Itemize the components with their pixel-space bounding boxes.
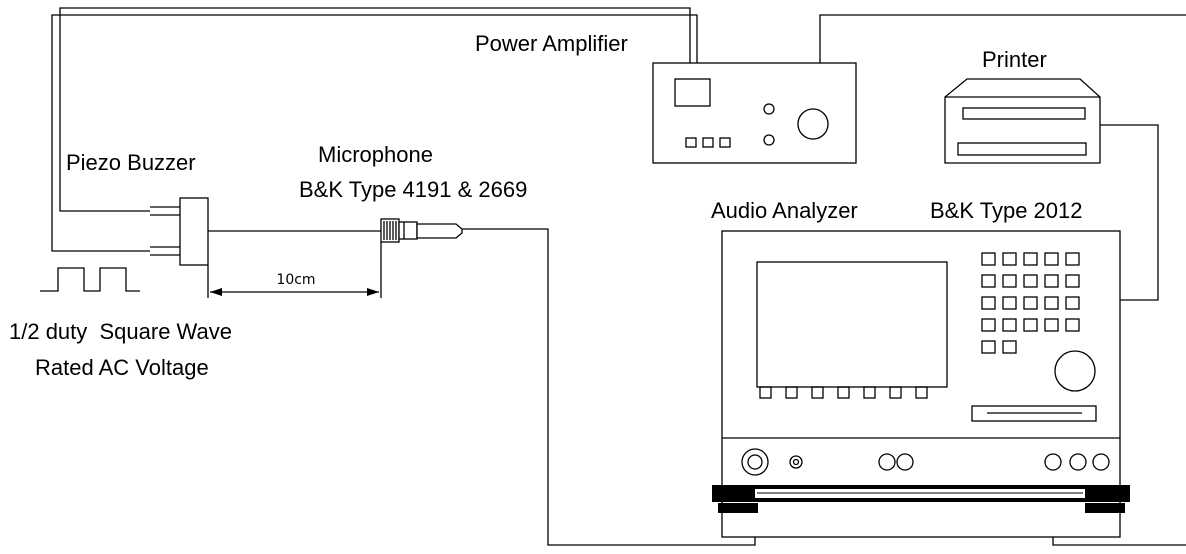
analyzer-front-knob (896, 453, 914, 471)
drive-voltage-label: Rated AC Voltage (35, 355, 209, 380)
amplifier-display (674, 78, 711, 107)
printer-cable (1100, 124, 1159, 301)
printer-body (944, 78, 1101, 164)
power-amplifier-label: Power Amplifier (475, 31, 628, 56)
printer-label: Printer (982, 47, 1047, 72)
amplifier-button (685, 137, 697, 148)
amplifier-to-buzzer-cable (51, 7, 698, 252)
microphone-model-label: B&K Type 4191 & 2669 (299, 177, 527, 202)
analyzer-screen (756, 261, 948, 388)
analyzer-soft-keys (759, 386, 928, 399)
analyzer-front-knob (1092, 453, 1110, 471)
buzzer-body (179, 197, 209, 266)
power-amplifier (652, 62, 857, 164)
amplifier-button (702, 137, 714, 148)
analyzer-front-knob (1069, 453, 1087, 471)
analyzer-card-slot (971, 405, 1097, 422)
amplifier-body (652, 62, 857, 164)
distance-dimension: 10cm (207, 242, 382, 298)
microphone (380, 218, 463, 243)
printer (944, 78, 1101, 164)
analyzer-model-label: B&K Type 2012 (930, 198, 1083, 223)
analyzer-small-jack (789, 455, 803, 469)
audio-analyzer-label: Audio Analyzer (711, 198, 858, 223)
amplifier-output-cable (819, 14, 1186, 63)
piezo-buzzer (150, 197, 381, 266)
amplifier-small-knob (763, 103, 775, 115)
amplifier-button (719, 137, 731, 148)
amplifier-small-knob (763, 134, 775, 146)
microphone-cable (462, 228, 756, 546)
audio-analyzer (712, 230, 1130, 538)
microphone-label: Microphone (318, 142, 433, 167)
analyzer-input-connector (741, 448, 769, 476)
drive-signal-label: 1/2 duty Square Wave (9, 319, 232, 344)
analyzer-output-jack (1044, 453, 1062, 471)
analyzer-rotary-knob (1054, 350, 1096, 392)
printer-paper-slot (962, 107, 1086, 120)
analyzer-keypad (981, 252, 1080, 354)
analyzer-front-knob (878, 453, 896, 471)
piezo-buzzer-label: Piezo Buzzer (66, 150, 196, 175)
distance-label: 10cm (276, 272, 315, 288)
amplifier-large-knob (797, 108, 829, 140)
analyzer-base (712, 485, 1130, 513)
square-wave-symbol (40, 267, 140, 292)
printer-paper-tray (957, 142, 1087, 156)
microphone-preamp (416, 223, 463, 239)
